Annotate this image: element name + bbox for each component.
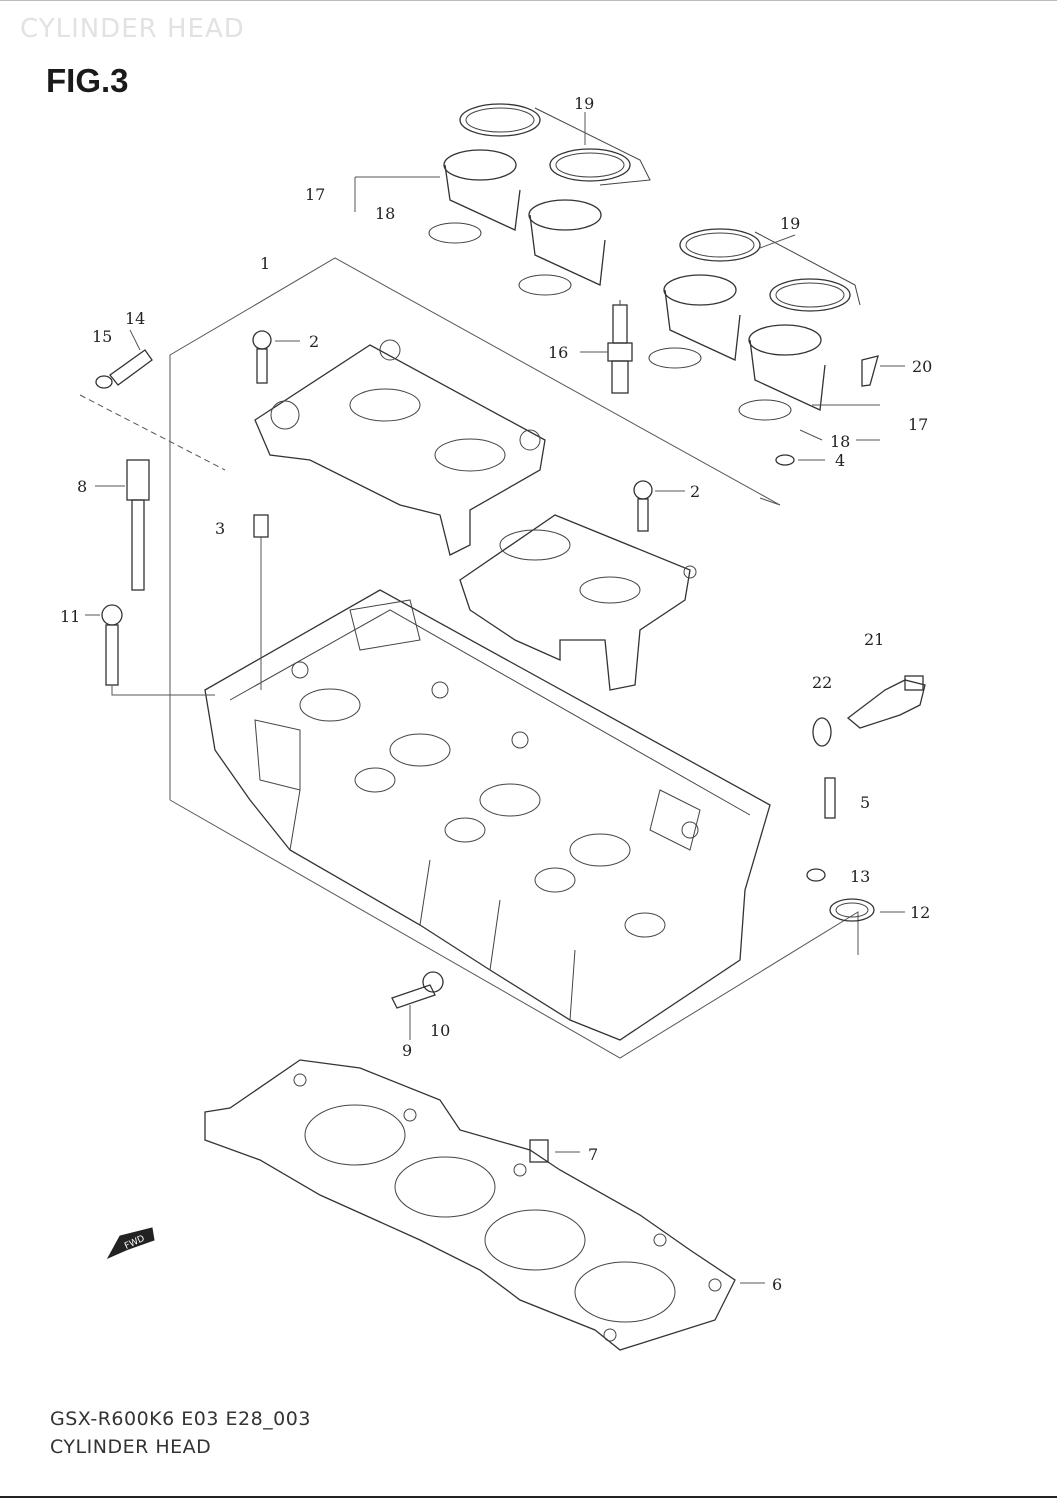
- callout-7: 7: [588, 1145, 598, 1164]
- gasket-22: [812, 717, 832, 747]
- cylinder-head: [204, 589, 771, 1041]
- bolt-20: [861, 355, 879, 387]
- callout-1: 1: [260, 254, 270, 273]
- callout-19-lower: 19: [780, 214, 800, 233]
- callout-5: 5: [860, 793, 870, 812]
- footer-model-code: GSX-R600K6 E03 E28_003: [50, 1408, 311, 1430]
- callout-labels: 1 2 2 3 4 5 6 7 8 9 10 11 12 13 14 15 16…: [60, 94, 932, 1294]
- bolt-2-right: [633, 480, 653, 532]
- camshaft-holder-left: [254, 339, 546, 556]
- assembly-outline: [79, 257, 859, 1059]
- callout-22: 22: [812, 673, 832, 692]
- dowel-pin-3: [253, 514, 269, 690]
- plug-13: [806, 868, 826, 882]
- intake-pipes-left: [428, 103, 651, 296]
- watermark-title: CYLINDER HEAD: [20, 14, 245, 44]
- o-ring-12: [829, 898, 875, 922]
- figure-label: FIG.3: [46, 62, 129, 99]
- temperature-sensor-21: [846, 675, 926, 729]
- intake-pipes-right: [648, 228, 861, 421]
- callout-3: 3: [215, 519, 225, 538]
- callout-16: 16: [548, 343, 568, 362]
- oil-gallery-plug-14: [95, 349, 153, 389]
- footer-section-title: CYLINDER HEAD: [50, 1436, 212, 1458]
- bolt-2-left: [252, 330, 272, 384]
- callout-4: 4: [835, 451, 845, 470]
- callout-15: 15: [92, 327, 112, 346]
- callout-17-upper: 17: [305, 185, 325, 204]
- spark-plug: [607, 300, 633, 394]
- frame-top-border: [0, 0, 1057, 1]
- cylinder-head-ports: [291, 599, 701, 938]
- callout-2-upper: 2: [309, 332, 319, 351]
- callout-12: 12: [910, 903, 930, 922]
- forward-direction-arrow: FWD: [106, 1227, 155, 1260]
- callout-18-upper: 18: [375, 204, 395, 223]
- frame-bottom-border: [0, 1496, 1057, 1498]
- callout-14: 14: [125, 309, 145, 328]
- callout-18-lower: 18: [830, 432, 850, 451]
- camshaft-holder-right: [459, 514, 697, 691]
- callout-17-lower: 17: [908, 415, 928, 434]
- cylinder-head-gasket: [204, 1059, 736, 1351]
- callout-6: 6: [772, 1275, 782, 1294]
- callout-13: 13: [850, 867, 870, 886]
- bolt-9-10: [391, 971, 444, 1009]
- stud-bolt-8: [126, 459, 150, 591]
- dowel-7: [529, 1139, 549, 1163]
- washer-4: [775, 454, 795, 466]
- callout-21: 21: [864, 630, 884, 649]
- callout-9: 9: [402, 1041, 412, 1060]
- callout-20: 20: [912, 357, 932, 376]
- callout-2-lower: 2: [690, 482, 700, 501]
- callout-8: 8: [77, 477, 87, 496]
- dowel-5: [824, 777, 836, 819]
- callout-leaders: [85, 112, 905, 1284]
- callout-19-upper: 19: [574, 94, 594, 113]
- bolt-11: [101, 604, 215, 696]
- callout-10: 10: [430, 1021, 450, 1040]
- callout-11: 11: [60, 607, 80, 626]
